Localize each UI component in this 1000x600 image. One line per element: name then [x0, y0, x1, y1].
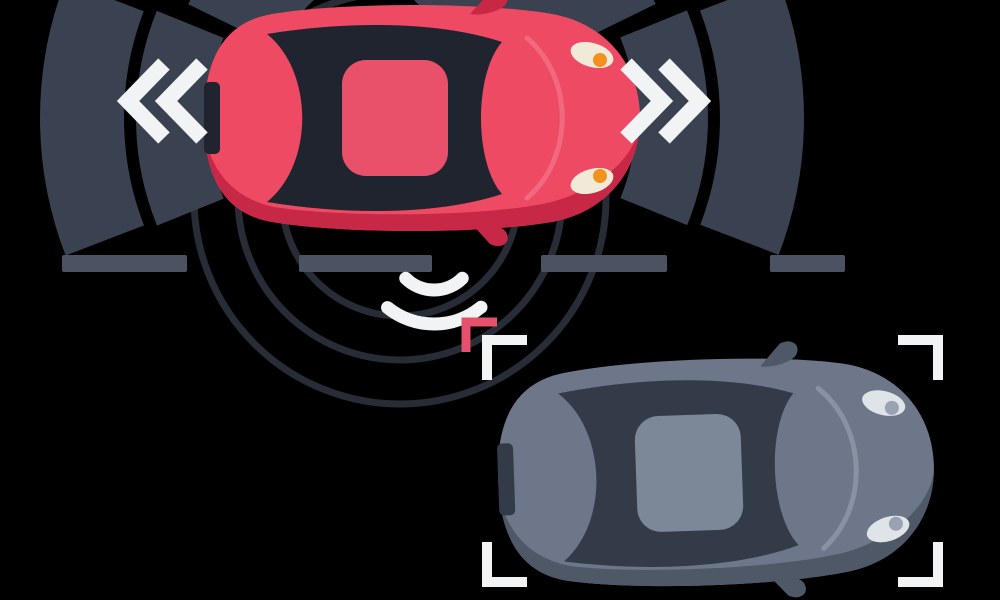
left-sensor-band-inner	[136, 0, 708, 404]
top-left-sensor-wedge	[161, 0, 682, 379]
lane-dashes	[62, 255, 845, 272]
detection-frame-top-left	[482, 335, 527, 380]
red-corner-marker	[461, 317, 497, 352]
right-chevron-outer	[658, 58, 712, 144]
sonar-wave-outer	[353, 169, 515, 331]
detection-frame-bottom-right	[898, 542, 943, 587]
lane-dash-1	[62, 255, 187, 272]
left-chevron-outer	[116, 58, 170, 144]
right-sensor-band-inner	[136, 0, 708, 404]
left-double-chevron	[116, 58, 208, 144]
detection-frame	[482, 335, 943, 587]
sonar-waves	[353, 169, 515, 331]
sonar-wave-inner	[387, 203, 481, 297]
detection-frame-top-right	[898, 335, 943, 380]
left-chevron-inner	[154, 58, 208, 144]
lane-dash-4	[770, 255, 845, 272]
red-car	[204, 0, 640, 246]
right-double-chevron	[620, 58, 712, 144]
lane-dash-2	[299, 255, 432, 272]
gray-car	[494, 336, 939, 600]
right-chevron-inner	[620, 58, 674, 144]
detection-frame-bottom-left	[482, 542, 527, 587]
lane-dash-3	[541, 255, 667, 272]
